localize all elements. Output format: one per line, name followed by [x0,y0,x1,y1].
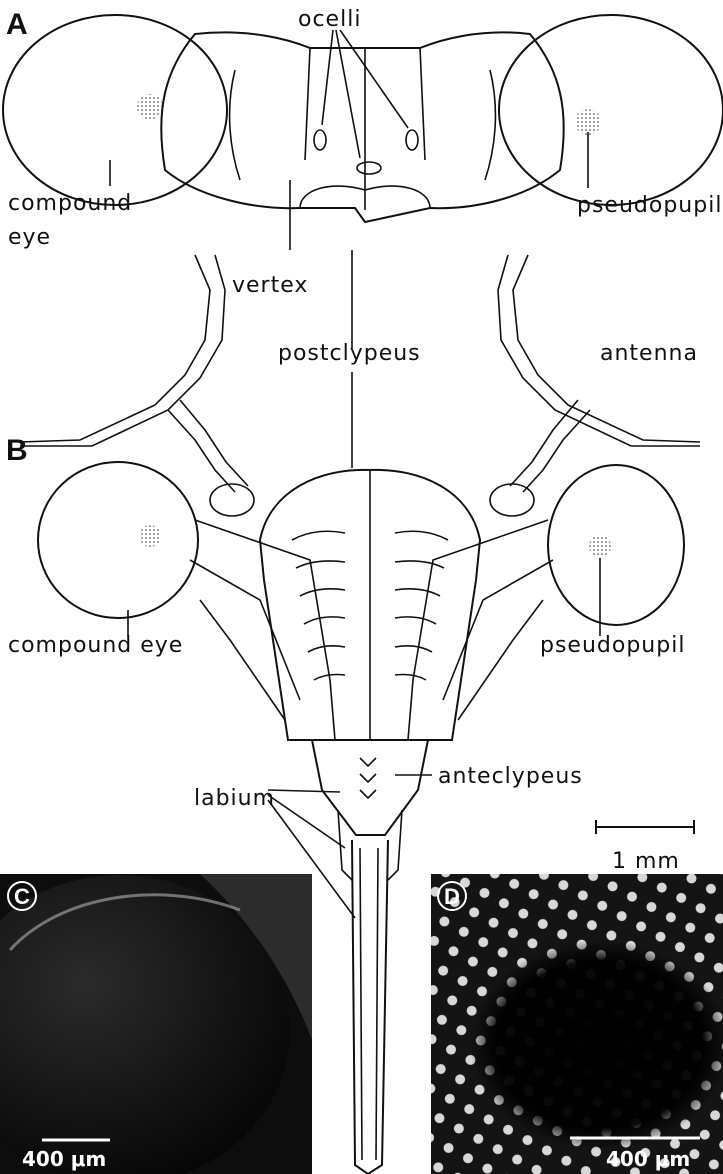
vertex-label: vertex [232,273,308,298]
drawing-scale-bar [596,820,694,834]
left-pseudopupil-b [139,525,161,547]
right-compound-eye-b [548,465,684,625]
labium-label: labium [194,786,275,811]
head-sutures-a [305,48,425,210]
compound-eye-a-label-line1: compound [8,191,132,216]
ocelli-label: ocelli [298,7,361,32]
pseudopupil-a-label: pseudopupil [577,193,722,218]
labium-sheath [338,810,402,880]
panel-d-photo: D 400 μm [431,874,723,1174]
photo-d-letter: D [444,884,460,909]
postclypeus-ridges-left [292,531,345,680]
panel-a-letter: A [6,8,28,41]
photo-d-scale-label: 400 μm [606,1147,690,1171]
right-gena [408,520,553,740]
photo-c-letter: C [14,884,30,909]
compound-eye-a-label-line2: eye [8,225,51,250]
right-pseudopupil-b [589,535,611,557]
antenna-label: antenna [600,341,698,366]
left-compound-eye-b [38,462,198,618]
left-antenna-b [168,400,248,492]
right-ocellus [406,130,418,150]
left-compound-eye-a [3,15,227,205]
drawing-scale-label: 1 mm [612,849,680,874]
compound-eye-b-label: compound eye [8,633,183,658]
right-compound-eye-a [499,15,723,205]
left-gena [190,520,335,740]
anteclypeus-chevrons [360,758,376,798]
labium-inner-lines [360,848,378,1160]
panel-a-drawing: A ocelli compound eye pseudopupil vertex… [3,7,723,446]
median-ocellus [357,162,381,174]
postclypeus-ridges-right [395,531,448,680]
left-ocellus [314,130,326,150]
anteclypeus-label: anteclypeus [438,764,583,789]
panel-b-letter: B [6,434,28,467]
photo-d-pseudopupil [470,940,723,1150]
right-pseudopupil-a [575,109,601,135]
right-antenna-socket [490,484,534,516]
pseudopupil-b-label: pseudopupil [540,633,685,658]
head-capsule-a [161,32,564,222]
panel-c-photo: C 400 μm [0,874,312,1174]
left-pseudopupil-a [137,94,163,120]
photo-c-scale-label: 400 μm [22,1147,106,1171]
postclypeus-label: postclypeus [278,341,421,366]
anteclypeus-shape [312,740,428,835]
labium-rostrum [352,840,388,1174]
